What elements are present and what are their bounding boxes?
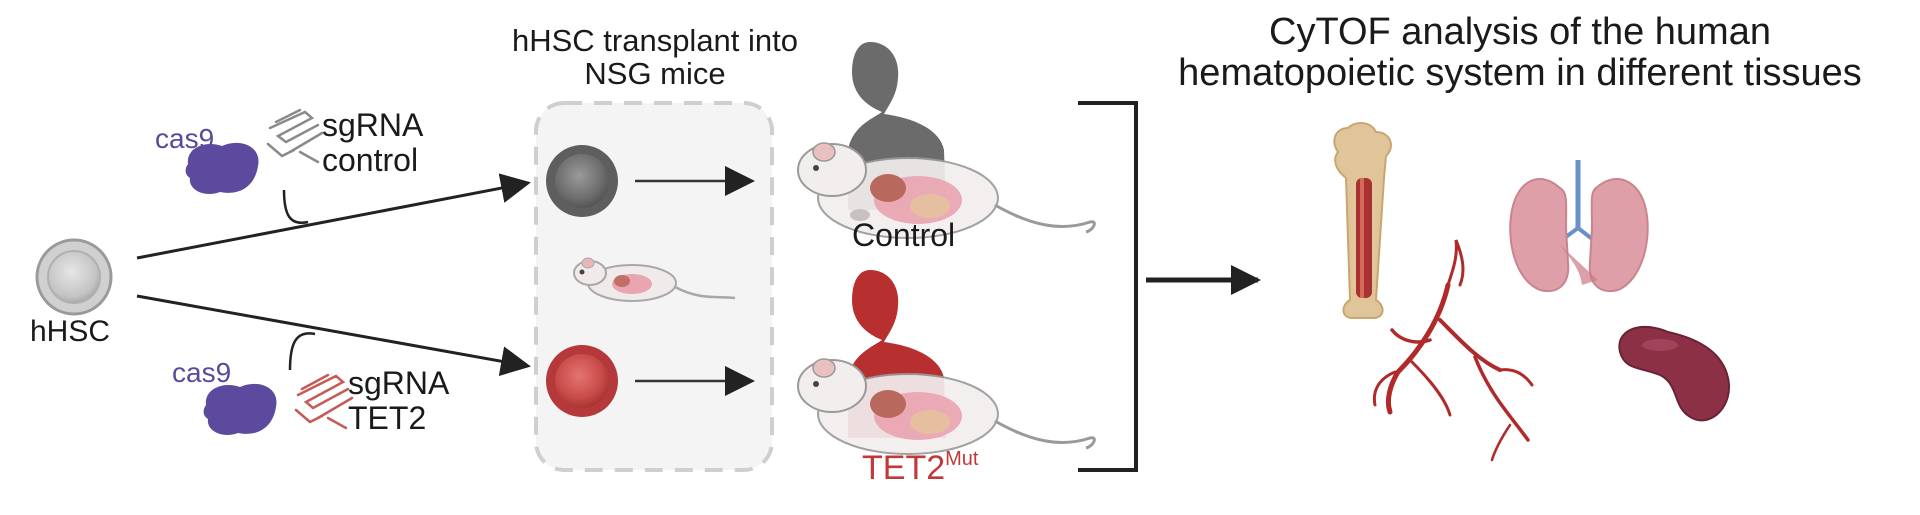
lung-icon (1509, 160, 1649, 293)
cas9-label-bottom: cas9 (172, 357, 232, 388)
spleen-icon (1618, 325, 1730, 422)
sgrna-control-icon (266, 108, 324, 164)
sgrna-tet2-label: sgRNA TET2 (348, 366, 449, 435)
control-group-label: Control (852, 217, 956, 253)
control-humanized-mouse-icon (797, 42, 1096, 239)
analysis-title-line2: hematopoietic system in different tissue… (1178, 52, 1862, 95)
transplant-title: hHSC transplant into NSG mice (460, 24, 850, 91)
nsg-mouse-icon (573, 257, 736, 302)
sgrna-control-line2: control (322, 141, 419, 178)
analysis-title-line1: CyTOF analysis of the human (1269, 11, 1771, 53)
hhsc-cell-icon (35, 238, 113, 316)
sgrna-tet2-line1: sgRNA (348, 365, 450, 401)
control-connector (282, 189, 309, 225)
bone-marrow-icon (1333, 122, 1392, 319)
transplant-title-line1: hHSC transplant into (511, 23, 799, 58)
cas9-protein-icon-bottom (203, 383, 277, 436)
cas9-protein-icon-top (185, 142, 259, 195)
cas9-label-top: cas9 (155, 123, 215, 154)
tet2-connector (288, 332, 316, 371)
tet2-cell-icon (546, 345, 618, 417)
blood-vessel-icon (1372, 239, 1534, 462)
tet2-mut-group-label: TET2Mut (862, 447, 979, 487)
transplant-title-line2: NSG mice (584, 56, 726, 92)
analysis-title: CyTOF analysis of the human hematopoieti… (1125, 11, 1915, 95)
hhsc-label: hHSC (30, 315, 111, 348)
sgrna-tet2-icon (294, 373, 354, 430)
branch-arrow-control (136, 173, 531, 260)
control-cell-icon (546, 145, 618, 217)
grouping-bracket (1078, 101, 1138, 472)
tet2-humanized-mouse-icon (797, 270, 1096, 455)
branch-arrow-tet2 (136, 294, 531, 377)
sgrna-tet2-line2: TET2 (348, 399, 427, 436)
tet2-mut-label-text: TET2 (862, 449, 946, 487)
sgrna-control-line1: sgRNA (322, 107, 424, 143)
tet2-mut-superscript: Mut (945, 447, 979, 470)
sgrna-control-label: sgRNA control (322, 108, 423, 177)
